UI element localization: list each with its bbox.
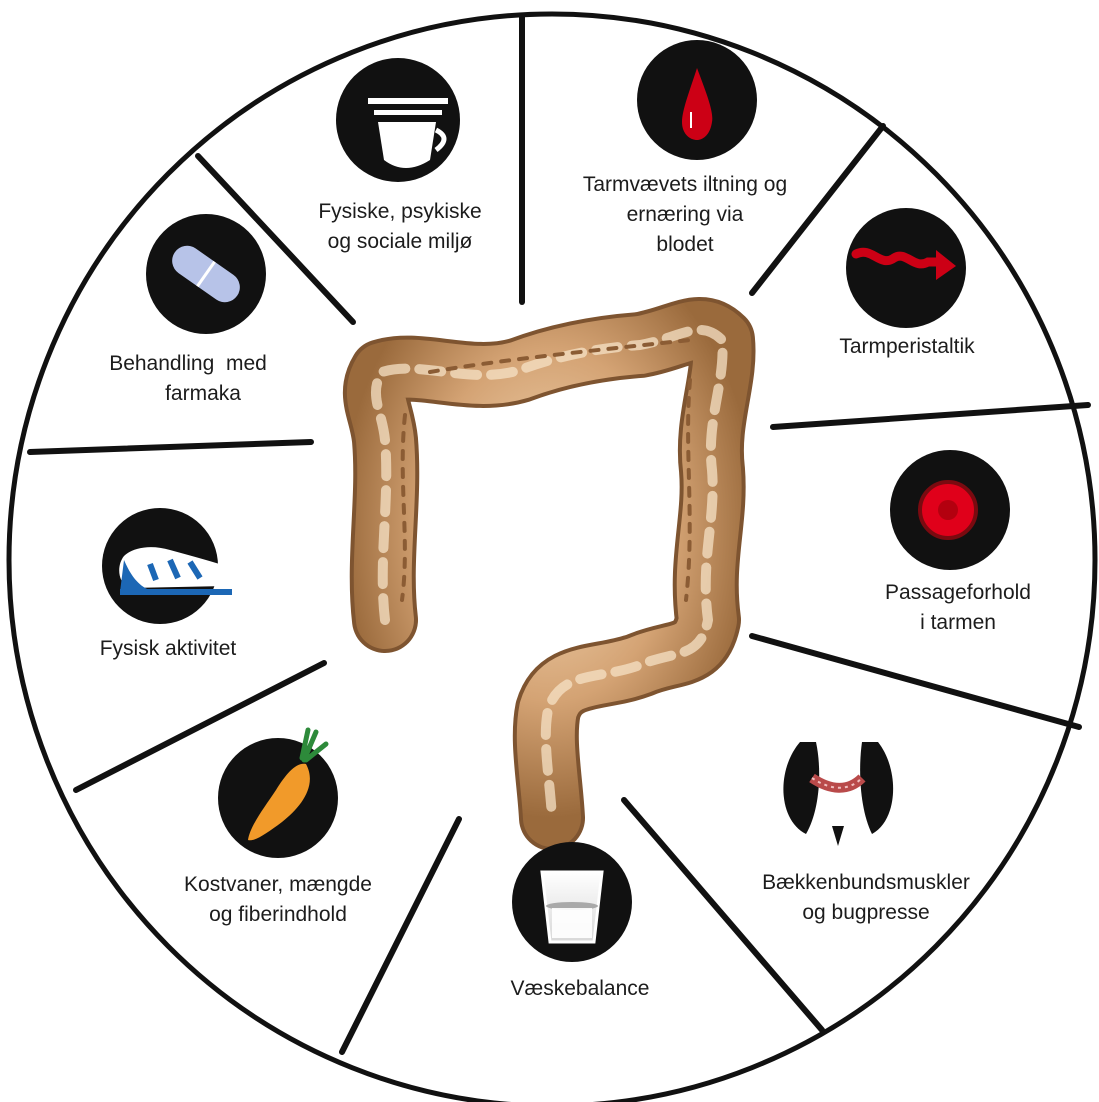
label-kostvaner: Kostvaner, mængde og fiberindhold bbox=[160, 870, 396, 930]
wave-arrow-icon bbox=[846, 208, 966, 328]
label-line: og fiberindhold bbox=[160, 900, 396, 930]
label-line: Fysiske, psykiske bbox=[296, 197, 504, 227]
label-line: Kostvaner, mængde bbox=[160, 870, 396, 900]
pill-capsule-icon bbox=[146, 214, 266, 334]
label-line: Væskebalance bbox=[490, 974, 670, 1004]
label-line: og sociale miljø bbox=[296, 227, 504, 257]
label-line: ernæring via bbox=[558, 200, 812, 230]
label-vaeskebalance: Væskebalance bbox=[490, 974, 670, 1004]
label-passageforhold: Passageforhold i tarmen bbox=[868, 578, 1048, 638]
cup-saucer-icon bbox=[336, 58, 460, 182]
label-line: Behandling med bbox=[88, 349, 288, 379]
label-line: Tarmvævets iltning og bbox=[558, 170, 812, 200]
label-farmaka: Behandling med farmaka bbox=[88, 349, 288, 409]
label-tarmvaev-iltning: Tarmvævets iltning og ernæring via blode… bbox=[558, 170, 812, 260]
label-line: blodet bbox=[558, 230, 812, 260]
label-line: farmaka bbox=[88, 379, 288, 409]
label-baekkenbund: Bækkenbundsmuskler og bugpresse bbox=[738, 868, 994, 928]
label-line: Passageforhold bbox=[868, 578, 1048, 608]
label-line: Bækkenbundsmuskler bbox=[738, 868, 994, 898]
label-tarmperistaltik: Tarmperistaltik bbox=[815, 332, 999, 362]
label-line: i tarmen bbox=[868, 608, 1048, 638]
intestine-cross-section-icon bbox=[890, 450, 1010, 570]
label-fysisk-aktivitet: Fysisk aktivitet bbox=[78, 634, 258, 664]
water-glass-icon bbox=[512, 842, 632, 962]
label-fysiske-miljo: Fysiske, psykiske og sociale miljø bbox=[296, 197, 504, 257]
blood-drop-icon bbox=[637, 40, 757, 160]
label-line: Fysisk aktivitet bbox=[78, 634, 258, 664]
label-line: Tarmperistaltik bbox=[815, 332, 999, 362]
label-line: og bugpresse bbox=[738, 898, 994, 928]
